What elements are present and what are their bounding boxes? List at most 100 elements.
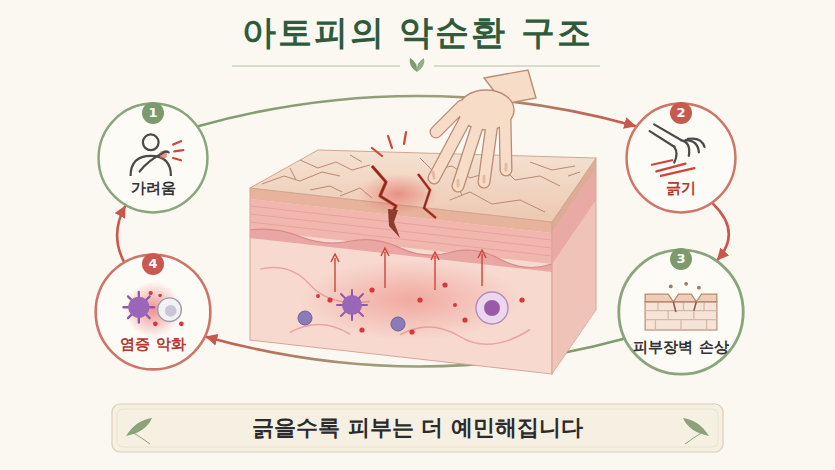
diagram-title: 아토피의 악순환 구조 [0, 10, 835, 56]
inflammation-part [331, 248, 486, 262]
cycle-arrow [199, 96, 635, 126]
skin-top-face-part [262, 155, 580, 212]
skin-front-face-part [260, 266, 530, 360]
inflammation-part [453, 303, 457, 307]
circle-outline-part [684, 282, 688, 286]
skin-front-face-part [250, 206, 552, 256]
inflammation-part [476, 292, 508, 324]
cycle-arrow [207, 337, 624, 367]
title-divider [232, 58, 600, 72]
caption-banner-part [112, 404, 723, 452]
skin-front-face-part [250, 188, 552, 374]
node-label: 피부장벽 손상 [633, 337, 728, 357]
inflammation-part [417, 297, 422, 302]
inflammation-part [342, 295, 362, 315]
skin-top-face-part [250, 150, 596, 222]
circle-outline-part [149, 291, 153, 295]
inflammation-part [327, 297, 332, 302]
caption-banner-part [126, 418, 152, 436]
circle-outline-part [140, 152, 169, 172]
skin-side-face [552, 158, 596, 374]
circle-outline-part [179, 321, 184, 326]
circle-outline-part [165, 305, 177, 317]
damage-circle: 3 피부장벽 손상 [617, 248, 745, 376]
circle-outline-part [645, 302, 717, 330]
scratching-hand-part [433, 164, 506, 186]
caption-banner-part [685, 432, 703, 444]
skin-front-face-part [250, 225, 552, 270]
node-label: 염증 악화 [120, 334, 185, 354]
title-divider-part [434, 65, 600, 66]
circle-outline-part [673, 302, 696, 312]
circle-outline-part [153, 321, 158, 326]
callout-number: 2 [670, 102, 692, 124]
callout-number: 4 [142, 253, 164, 275]
callout-number: 3 [670, 248, 692, 270]
action-circle: 2 긁기 [625, 102, 737, 214]
inflammation-part [335, 252, 482, 292]
skin-front-face-part [250, 188, 552, 233]
inflammation-part [391, 317, 405, 331]
circle-outline-part [173, 141, 183, 160]
scratching-hand-part [434, 106, 506, 186]
circle-outline-part [669, 284, 673, 288]
scratching-hand [433, 70, 536, 186]
title-divider-part [232, 65, 400, 66]
inflammation-part [337, 290, 367, 320]
pain-marks [372, 132, 406, 156]
skin-top-face-part [418, 174, 436, 218]
inflammation-part [359, 327, 364, 332]
caption-banner [112, 404, 723, 452]
node-label: 긁기 [666, 178, 696, 198]
skin-front-face-part [250, 225, 552, 272]
circle-outline-part [697, 286, 701, 290]
skin-top-face-part [418, 174, 436, 218]
circle-outline-part [128, 297, 149, 318]
skin-side-face-part [552, 169, 596, 264]
scratching-hand-part [458, 90, 514, 130]
cycle-arrow [117, 207, 125, 261]
symptom-circle: 1 가려움 [97, 102, 209, 214]
circle-outline-part [650, 124, 681, 146]
skin-top-face-part [388, 209, 400, 238]
circle-outline-part [674, 139, 704, 163]
scratching-hand-part [484, 70, 536, 104]
skin-front-face [250, 188, 552, 374]
title-divider-part [410, 58, 417, 72]
inflammation-part [462, 317, 467, 322]
skin-front-face-part [250, 199, 552, 264]
circle-outline-part [158, 298, 182, 322]
caption-text: 긁을수록 피부는 더 예민해집니다 [112, 404, 723, 452]
circle-outline-part [125, 281, 182, 338]
circle-outline-part [124, 292, 155, 323]
inflammation [298, 248, 525, 340]
caption-banner-part [683, 418, 709, 436]
skin-front-face-part [250, 188, 552, 374]
circle-outline-part [645, 302, 717, 330]
scratching-hand-part [434, 106, 506, 186]
skin-side-face-part [552, 158, 596, 233]
inflammation-part [369, 287, 374, 292]
skin-top-face [250, 150, 596, 238]
inflammation-part [442, 282, 447, 287]
circle-outline-part [645, 294, 717, 302]
title-divider-part [417, 58, 424, 72]
circle-outline-part [143, 134, 159, 150]
caption-banner-part [132, 432, 150, 444]
inflammation-part [409, 329, 414, 334]
skin-side-face-part [552, 158, 596, 374]
inflammation-part [300, 260, 520, 340]
cycle-arrow [713, 204, 729, 260]
inflammation-part [519, 297, 524, 302]
skin-top-face-part [358, 174, 438, 214]
circle-outline-part [158, 294, 162, 298]
circle-outline-part [652, 160, 695, 176]
inflammation-part [484, 300, 500, 316]
callout-number: 1 [142, 102, 164, 124]
node-label: 가려움 [131, 178, 176, 198]
inflammation-part [316, 294, 320, 298]
inflammation-circle: 4 염증 악화 [94, 253, 212, 371]
inflammation-part [298, 311, 312, 325]
